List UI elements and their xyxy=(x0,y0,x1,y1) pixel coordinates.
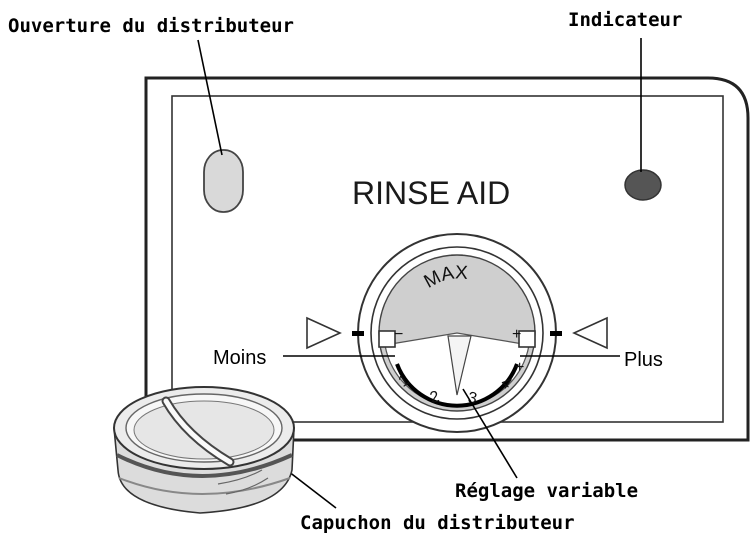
minus-sign: − xyxy=(394,326,403,343)
less-label: Moins xyxy=(213,347,266,369)
setting-2: 2 xyxy=(428,388,441,407)
variable-setting-callout: Réglage variable xyxy=(455,480,638,502)
right-tick xyxy=(550,331,562,336)
plus-box[interactable] xyxy=(518,330,536,348)
indicator-light xyxy=(624,169,662,201)
left-tick xyxy=(352,331,364,336)
dispenser-opening-callout: Ouverture du distributeur xyxy=(8,15,294,37)
setting-plus-small: + xyxy=(515,359,524,376)
minus-box[interactable] xyxy=(378,330,396,348)
plus-sign: + xyxy=(512,326,521,343)
left-arrow-marker xyxy=(306,316,342,350)
setting-3: 3 xyxy=(466,389,478,407)
right-arrow-marker xyxy=(572,316,608,350)
indicator-callout: Indicateur xyxy=(568,9,682,31)
dial-pointer xyxy=(447,335,472,396)
dispenser-opening[interactable] xyxy=(203,149,244,213)
dispenser-cap-callout: Capuchon du distributeur xyxy=(300,512,575,534)
more-label: Plus xyxy=(624,349,663,371)
opening-leader xyxy=(197,39,223,156)
setting-leader xyxy=(462,388,518,479)
dial-scale-arc xyxy=(395,363,519,408)
panel-title: RINSE AID xyxy=(352,175,510,211)
dispenser-cap xyxy=(113,386,295,514)
